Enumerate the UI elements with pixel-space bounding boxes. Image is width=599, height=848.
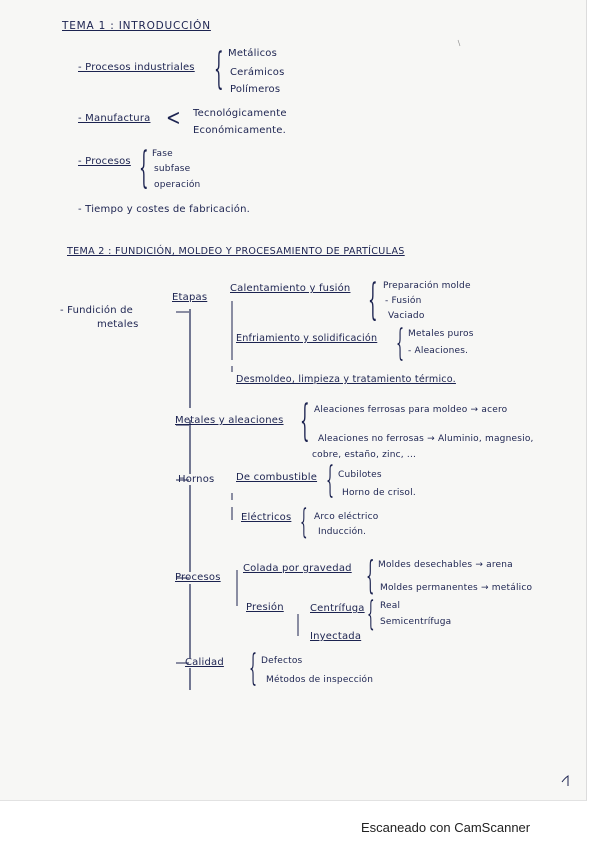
presion-label: Presión [246,602,284,613]
centrifuga-child: Semicentrífuga [380,617,452,627]
tema1-item-1: - Procesos industriales [78,62,195,73]
no-ferrosas-item-line2: cobre, estaño, zinc, ... [312,450,417,460]
brace-icon: { [139,143,149,193]
brace-icon: { [214,44,224,94]
procesos-label: Procesos [175,572,221,583]
scanned-notes-page: TEMA 1 : INTRODUCCIÓN - Procesos industr… [0,0,587,801]
calentamiento-child: Preparación molde [383,281,471,291]
tema1-item-3-child: operación [154,180,201,190]
brace-icon: { [396,323,405,364]
electricos-child: Inducción. [318,527,367,537]
tema1-item-1-child: Cerámicos [230,67,285,78]
angle-bracket-icon: < [166,106,181,131]
combustible-child: Cubilotes [338,470,382,480]
connector-lines [176,39,569,786]
no-ferrosas-item: Aleaciones no ferrosas → Aluminio, magne… [318,434,534,444]
calentamiento-label: Calentamiento y fusión [230,283,351,294]
brace-icon: { [326,460,335,501]
brace-icon: { [300,396,310,446]
enfriamiento-child: - Aleaciones. [408,346,469,356]
desmoldeo-label: Desmoldeo, limpieza y tratamiento térmic… [236,374,456,385]
tema1-item-3-child: Fase [152,149,173,159]
fundicion-label-line2: metales [97,319,139,330]
tema1-title: TEMA 1 : INTRODUCCIÓN [62,20,211,32]
electricos-child: Arco eléctrico [314,512,379,522]
tema1-item-4: - Tiempo y costes de fabricación. [78,204,250,215]
enfriamiento-label: Enfriamiento y solidificación [236,333,378,344]
calidad-label: Calidad [185,657,224,668]
calidad-child: Defectos [261,656,303,666]
etapas-label: Etapas [172,292,208,303]
scanner-watermark: Escaneado con CamScanner [361,820,531,835]
metales-label: Metales y aleaciones [175,415,284,426]
hornos-label: Hornos [178,474,215,485]
tema1-item-2-child: Económicamente. [193,125,287,136]
tema1-item-3-child: subfase [154,164,191,174]
brace-icon: { [368,275,378,325]
colada-child: Moldes permanentes → metálico [380,583,533,593]
inyectada-label: Inyectada [310,631,362,642]
centrifuga-label: Centrífuga [310,603,365,614]
fundicion-label: - Fundición de [60,305,134,316]
tema1-item-1-child: Polímeros [230,84,281,95]
brace-icon: { [249,648,258,689]
combustible-label: De combustible [236,472,318,483]
calentamiento-child: - Fusión [385,296,422,306]
calidad-child: Métodos de inspección [266,675,374,685]
colada-label: Colada por gravedad [243,563,352,574]
combustible-child: Horno de crisol. [342,488,416,498]
brace-icon: { [367,594,375,634]
tema1-item-3: - Procesos [78,156,131,167]
enfriamiento-child: Metales puros [408,329,474,339]
tema1-item-2-child: Tecnológicamente [193,108,287,119]
brace-icon: { [366,553,375,597]
calentamiento-child: Vaciado [388,311,425,321]
ferrosas-item: Aleaciones ferrosas para moldeo → acero [314,405,508,415]
tema2-title: TEMA 2 : FUNDICIÓN, MOLDEO Y PROCESAMIEN… [67,246,405,257]
colada-child: Moldes desechables → arena [378,560,513,570]
centrifuga-child: Real [380,601,401,611]
electricos-label: Eléctricos [241,512,292,523]
tema1-item-1-child: Metálicos [228,48,278,59]
brace-icon: { [300,502,308,542]
tema1-item-2: - Manufactura [78,113,151,124]
